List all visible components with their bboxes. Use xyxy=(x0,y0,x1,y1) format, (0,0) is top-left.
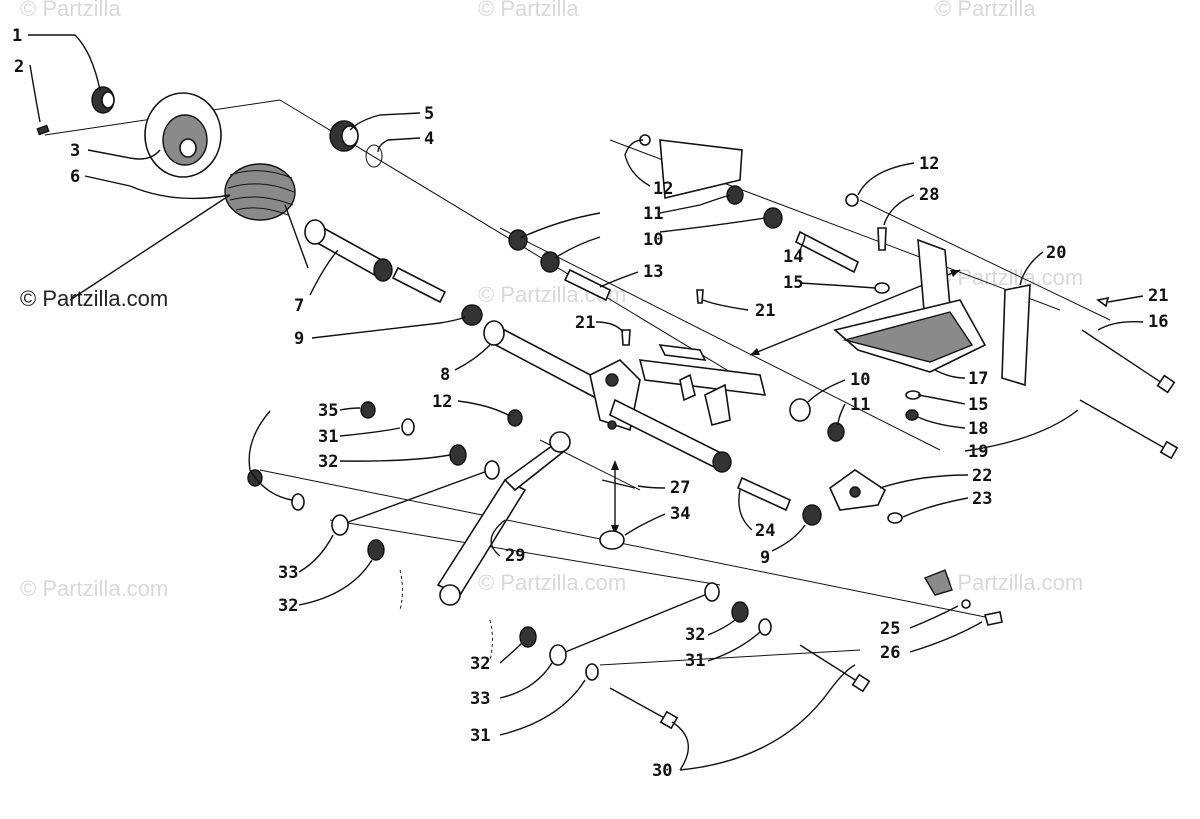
watermark-top-right: © Partzilla xyxy=(935,0,1036,21)
watermarks: © Partzilla © Partzilla © Partzilla © Pa… xyxy=(20,0,1083,601)
leader-lines xyxy=(28,34,1144,771)
callout-1[interactable]: 1 xyxy=(12,26,22,46)
callout-10-top[interactable]: 10 xyxy=(643,230,663,250)
callout-32-left[interactable]: 32 xyxy=(278,596,298,616)
callout-21-center[interactable]: 21 xyxy=(755,301,775,321)
callout-7[interactable]: 7 xyxy=(294,296,304,316)
torsion-spring-part xyxy=(69,163,309,301)
callout-35[interactable]: 35 xyxy=(318,401,338,421)
link-bolts-part xyxy=(609,644,871,730)
callout-28[interactable]: 28 xyxy=(919,185,939,205)
callout-25[interactable]: 25 xyxy=(880,619,900,639)
callout-12-right[interactable]: 12 xyxy=(919,154,939,174)
long-bolt-2-part xyxy=(1079,399,1179,460)
callout-32-right[interactable]: 32 xyxy=(685,625,705,645)
shock-absorber-part xyxy=(436,431,571,606)
callout-32-lower[interactable]: 32 xyxy=(470,654,490,674)
callout-11-top[interactable]: 11 xyxy=(643,204,663,224)
parts xyxy=(36,86,1179,730)
lower-link-part xyxy=(549,582,720,666)
callout-24[interactable]: 24 xyxy=(755,521,775,541)
callout-10-right[interactable]: 10 xyxy=(850,370,870,390)
callout-33-upper[interactable]: 33 xyxy=(278,563,298,583)
callout-4[interactable]: 4 xyxy=(424,129,434,149)
callout-30[interactable]: 30 xyxy=(652,761,672,781)
callout-22[interactable]: 22 xyxy=(972,466,992,486)
callout-8[interactable]: 8 xyxy=(440,365,450,385)
upper-link-part xyxy=(331,460,500,536)
callout-20[interactable]: 20 xyxy=(1046,243,1066,263)
sleeve-part xyxy=(304,219,447,304)
callout-31-lower[interactable]: 31 xyxy=(470,726,490,746)
callout-15-right[interactable]: 15 xyxy=(968,395,988,415)
callout-14[interactable]: 14 xyxy=(783,247,803,267)
slide-block-part xyxy=(659,139,743,199)
callout-2[interactable]: 2 xyxy=(14,57,24,77)
callout-17[interactable]: 17 xyxy=(968,369,988,389)
callout-12-center[interactable]: 12 xyxy=(432,392,452,412)
callout-29[interactable]: 29 xyxy=(505,546,525,566)
callout-13[interactable]: 13 xyxy=(643,262,663,282)
bushing-part xyxy=(461,304,483,326)
callout-9-upper[interactable]: 9 xyxy=(294,329,304,349)
callout-16[interactable]: 16 xyxy=(1148,312,1168,332)
callout-31-upper[interactable]: 31 xyxy=(318,427,338,447)
watermark-top-left: © Partzilla xyxy=(20,0,121,21)
callout-11-right[interactable]: 11 xyxy=(850,395,870,415)
callout-31-right[interactable]: 31 xyxy=(685,651,705,671)
callout-3[interactable]: 3 xyxy=(70,141,80,161)
callout-33-lower[interactable]: 33 xyxy=(470,689,490,709)
watermark-top-center: © Partzilla xyxy=(478,0,579,21)
callout-26[interactable]: 26 xyxy=(880,643,900,663)
callout-34[interactable]: 34 xyxy=(670,504,690,524)
callout-6[interactable]: 6 xyxy=(70,167,80,187)
callout-12-top[interactable]: 12 xyxy=(653,179,673,199)
callout-23[interactable]: 23 xyxy=(972,489,992,509)
snap-ring-part xyxy=(365,144,383,168)
callout-18[interactable]: 18 xyxy=(968,419,988,439)
watermark-right: © Partzilla.com xyxy=(935,265,1083,290)
callout-15-top[interactable]: 15 xyxy=(783,273,803,293)
callout-9-lower[interactable]: 9 xyxy=(760,548,770,568)
callout-5[interactable]: 5 xyxy=(424,104,434,124)
callout-21-right[interactable]: 21 xyxy=(1148,286,1168,306)
callout-21-left[interactable]: 21 xyxy=(575,313,595,333)
callout-32-upper[interactable]: 32 xyxy=(318,452,338,472)
pin-part xyxy=(36,124,50,136)
callout-labels: 1 2 3 6 5 4 7 9 8 12 11 10 13 14 15 21 2… xyxy=(12,26,1168,781)
callout-27[interactable]: 27 xyxy=(670,478,690,498)
mounting-bracket-part xyxy=(833,238,1031,387)
swing-arm-frame xyxy=(589,344,767,473)
watermark-lower-right: © Partzilla.com xyxy=(935,570,1083,595)
watermark-lower-center: © Partzilla.com xyxy=(478,570,626,595)
watermark-lower-left: © Partzilla.com xyxy=(20,576,168,601)
callout-19[interactable]: 19 xyxy=(968,442,988,462)
long-bolt-part xyxy=(1081,329,1176,394)
watermark-main: © Partzilla.com xyxy=(20,286,168,311)
